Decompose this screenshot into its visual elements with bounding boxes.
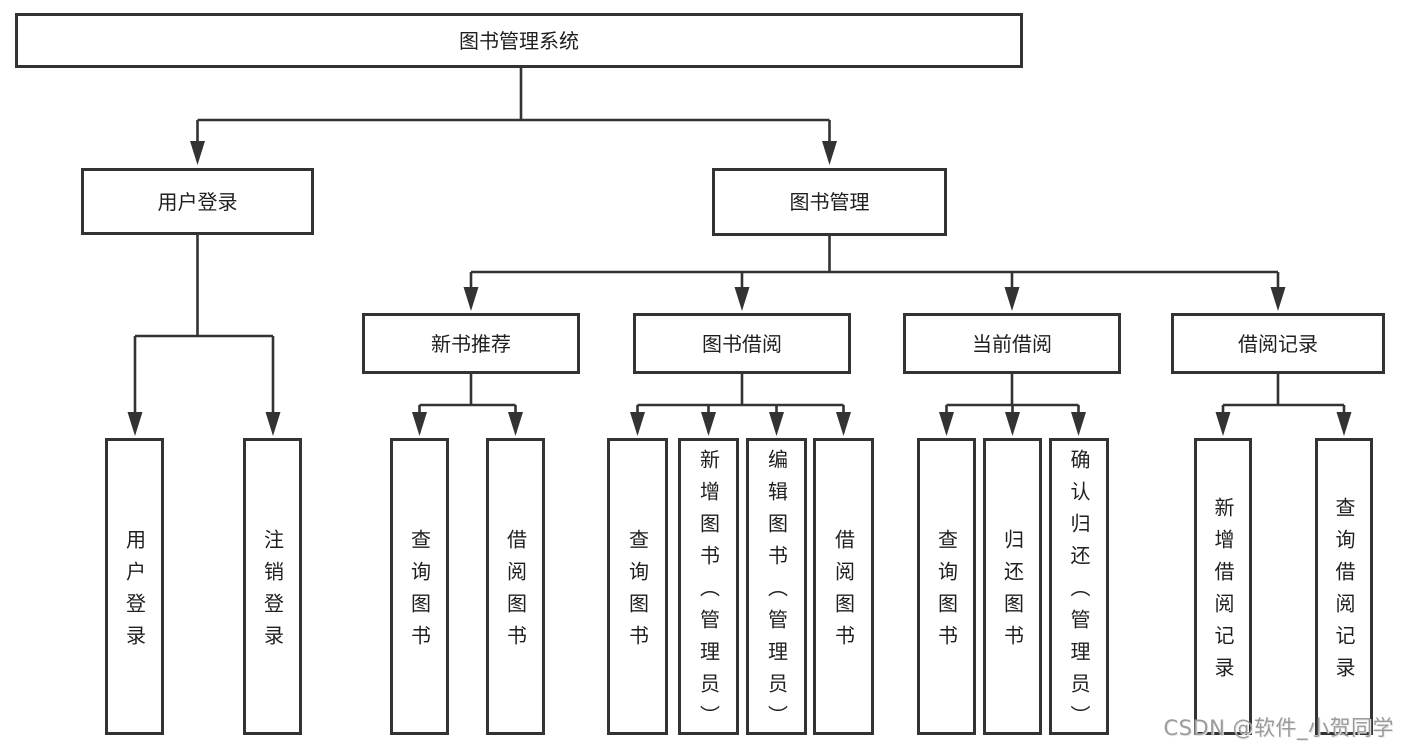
leaf-user-login: 用户登录 (105, 438, 164, 735)
leaf-query-book-newbook: 查询图书 (390, 438, 449, 735)
leaf-confirm-return-admin: 确认归还（管理员） (1049, 438, 1109, 737)
leaf-query-book-current-label: 查询图书 (934, 528, 959, 657)
leaf-add-book-admin-label: 新增图书（管理员） (696, 448, 721, 737)
leaf-logout: 注销登录 (243, 438, 302, 735)
leaf-borrow-book-label: 借阅图书 (831, 528, 856, 657)
leaf-query-borrow-record-label: 查询借阅记录 (1332, 496, 1356, 689)
leaf-logout-label: 注销登录 (260, 528, 285, 657)
leaf-borrow-book-newbook: 借阅图书 (486, 438, 545, 735)
leaf-edit-book-admin: 编辑图书（管理员） (746, 438, 807, 737)
leaf-query-borrow-record: 查询借阅记录 (1315, 438, 1373, 735)
node-root-library-system: 图书管理系统 (15, 13, 1023, 68)
leaf-borrow-book-newbook-label: 借阅图书 (503, 528, 528, 657)
leaf-query-book-newbook-label: 查询图书 (407, 528, 432, 657)
leaf-return-book: 归还图书 (983, 438, 1042, 735)
leaf-add-borrow-record-label: 新增借阅记录 (1211, 496, 1235, 689)
leaf-borrow-book: 借阅图书 (813, 438, 874, 735)
node-book-borrow: 图书借阅 (633, 313, 851, 374)
leaf-query-book-borrow-label: 查询图书 (625, 528, 650, 657)
node-new-book-recommend: 新书推荐 (362, 313, 580, 374)
leaf-confirm-return-admin-label: 确认归还（管理员） (1067, 448, 1091, 737)
node-user-login: 用户登录 (81, 168, 314, 235)
leaf-query-book-current: 查询图书 (917, 438, 976, 735)
leaf-user-login-label: 用户登录 (122, 528, 147, 657)
leaf-return-book-label: 归还图书 (1000, 528, 1025, 657)
node-current-borrow: 当前借阅 (903, 313, 1121, 374)
node-borrow-record: 借阅记录 (1171, 313, 1385, 374)
leaf-query-book-borrow: 查询图书 (607, 438, 668, 735)
leaf-edit-book-admin-label: 编辑图书（管理员） (764, 448, 789, 737)
node-book-management: 图书管理 (712, 168, 947, 236)
leaf-add-borrow-record: 新增借阅记录 (1194, 438, 1252, 735)
watermark: CSDN @软件_小贺同学 (1163, 716, 1394, 740)
leaf-add-book-admin: 新增图书（管理员） (678, 438, 739, 737)
